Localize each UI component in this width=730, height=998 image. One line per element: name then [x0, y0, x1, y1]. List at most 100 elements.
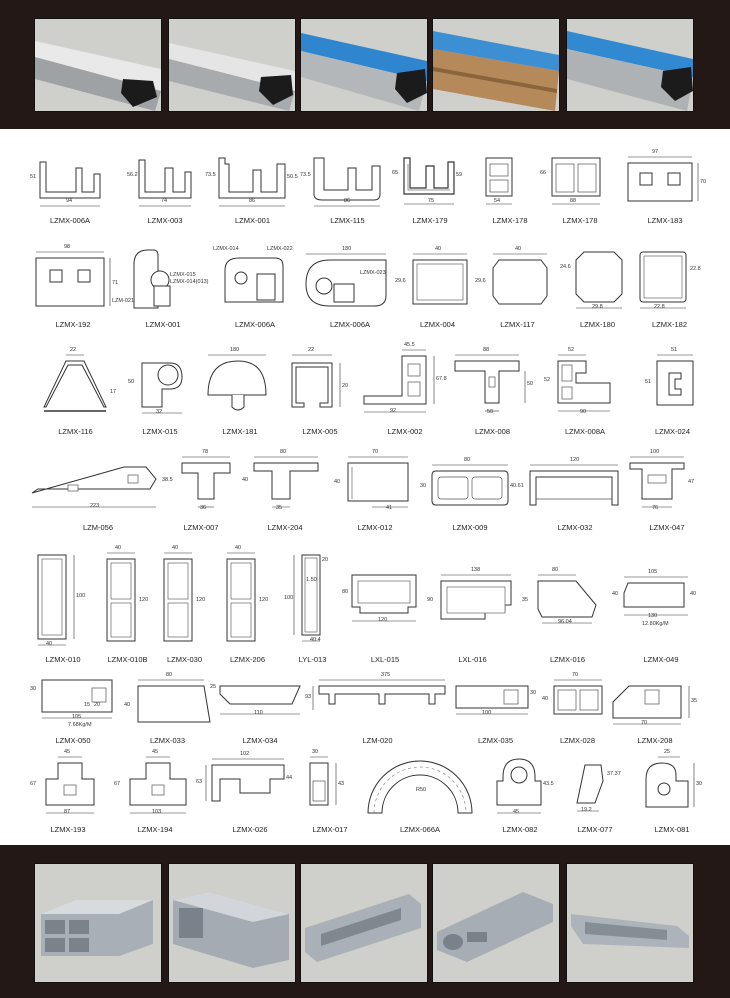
profile-code-label: LZMX-007 — [183, 523, 219, 532]
dimension-label: 15 — [84, 702, 91, 708]
square-tube-profile-icon — [169, 864, 295, 982]
profile-section-drawing — [557, 354, 611, 412]
profile-section-drawing — [537, 574, 597, 624]
profile-cell: 51 94 LZMX-006A — [30, 154, 110, 225]
profile-section-drawing — [612, 685, 690, 725]
dimension-label: 52 — [544, 377, 551, 383]
dimension-label: 29.6 — [475, 278, 486, 284]
dimension-label: 120 — [378, 617, 388, 623]
profile-cell: 102 63 44 LZMX-026 — [196, 751, 300, 837]
photo-silver-rail-2 — [168, 18, 296, 112]
profile-cell: 70 40 41 LZMX-012 — [330, 449, 420, 537]
profile-section-drawing — [455, 685, 529, 715]
profile-section-drawing — [454, 354, 526, 412]
aluminum-rail-with-black-end-cap-icon — [169, 19, 295, 111]
profile-cell: 22 20 LZMX-005 — [280, 347, 360, 437]
dimension-label: 30 — [420, 483, 427, 489]
dimension-label: 103 — [152, 809, 162, 815]
profile-cell: 25 110 LZMX-034 — [210, 674, 310, 746]
dimension-label: 36 — [200, 505, 207, 511]
dimension-label: 98 — [64, 244, 71, 250]
profile-section-drawing — [492, 253, 548, 305]
profile-code-label: LZMX-077 — [577, 825, 613, 834]
dimension-label: 67 — [30, 781, 37, 787]
photo-blue-film-rail — [300, 18, 428, 112]
profile-code-label: LZMX-116 — [58, 427, 93, 436]
dimension-label: 24.6 — [560, 264, 571, 270]
profile-section-drawing — [312, 679, 446, 710]
dimension-label: 40 — [115, 545, 122, 551]
profile-code-label: LZMX-003 — [147, 216, 183, 225]
profile-cell: 20 1.50 40.4 100 LYL-013 — [280, 547, 345, 665]
profile-section-drawing — [293, 554, 321, 642]
profile-section-drawing — [226, 552, 256, 642]
profile-code-label: LZMX-178 — [492, 216, 528, 225]
profile-section-drawing — [207, 354, 267, 411]
dimension-label: 120 — [139, 597, 149, 603]
profile-cell: 56.2 74 LZMX-003 — [125, 154, 205, 225]
profile-cell: R50 LZMX-066A — [360, 751, 480, 837]
dimension-label: 88 — [483, 347, 490, 353]
profile-section-drawing — [529, 464, 619, 506]
dimension-label: 41 — [386, 505, 393, 511]
dimension-label: 12.80Kg/M — [642, 621, 669, 627]
profile-code-label: LZMX-180 — [579, 320, 615, 329]
profile-cell: 51 51 LZMX-024 — [635, 347, 710, 437]
dimension-label: 20 — [322, 557, 329, 563]
dimension-label: 40 — [172, 545, 179, 551]
profile-section-drawing — [656, 354, 694, 406]
profile-cell: 37.37 19.2 LZMX-077 — [555, 751, 635, 837]
profile-section-drawing — [137, 679, 211, 723]
profile-code-label: LZMX-047 — [649, 523, 685, 532]
dimension-label: 22.8 — [654, 304, 665, 310]
dimension-label: LZMX-015 — [170, 272, 196, 278]
profile-section-drawing — [496, 758, 542, 814]
dimension-label: 22 — [308, 347, 315, 353]
profile-cell: 40 29.6 LZMX-117 — [475, 244, 560, 330]
dimension-label: 130 — [648, 613, 658, 619]
dimension-label: 30 — [530, 690, 537, 696]
profile-cell: 45 67 87 LZMX-193 — [28, 749, 108, 837]
profile-section-drawing — [253, 456, 319, 508]
dimension-label: 50 — [128, 379, 135, 385]
profile-section-drawing — [41, 679, 113, 719]
profile-code-label: LZMX-066A — [399, 825, 441, 834]
dimension-label: 19.2 — [581, 807, 592, 813]
profile-cell: 30 100 LZMX-035 — [448, 674, 543, 746]
dimension-label: 7.68Kg/M — [68, 722, 92, 728]
dimension-label: 65 — [392, 170, 399, 176]
dimension-label: 40 — [242, 477, 249, 483]
multi-chamber-profile-icon — [35, 864, 161, 982]
profile-cell: LZMX-014 LZMX-022 LZMX-006A — [205, 244, 305, 330]
profile-cell: 40 120 LZMX-030 — [152, 545, 217, 665]
profile-cell: 223 LZM-056 — [28, 459, 168, 537]
profile-code-label: LZMX-034 — [242, 736, 278, 745]
profile-section-drawing — [363, 349, 435, 413]
dimension-label: 43 — [338, 781, 345, 787]
profile-section-drawing — [181, 456, 231, 508]
dimension-label: 40 — [435, 246, 442, 252]
profile-code-label: LZMX-032 — [557, 523, 593, 532]
profile-code-label: LZMX-001 — [234, 216, 270, 225]
dimension-label: 47 — [688, 479, 695, 485]
profile-cell: 22 17 LZMX-116 — [28, 347, 123, 437]
profile-section-drawing — [645, 756, 695, 808]
dimension-label: 45.5 — [404, 342, 415, 348]
dimension-label: LZMX-023 — [360, 270, 386, 276]
dimension-label: 40 — [612, 591, 619, 597]
dimension-label: 138 — [471, 567, 481, 573]
photo-channel-profile — [300, 863, 428, 983]
profile-cell: 54 LZMX-178 — [470, 154, 550, 225]
profile-section-drawing — [351, 574, 417, 622]
channel-profile-icon — [301, 864, 427, 982]
dimension-label: 20 — [94, 702, 101, 708]
dimension-label: 100 — [284, 595, 294, 601]
wood-grain-profile-with-blue-film-icon — [433, 19, 559, 111]
profile-section-drawing — [627, 156, 699, 202]
profile-section-drawing — [129, 756, 187, 814]
profile-cell: 180 LZMX-181 — [200, 347, 280, 437]
dimension-label: 67.8 — [436, 376, 447, 382]
dimension-label: 90 — [580, 409, 587, 415]
profile-cell: 40 29.6 LZMX-004 — [395, 244, 480, 330]
profile-cell: 45.5 67.8 92 LZMX-002 — [360, 342, 450, 437]
